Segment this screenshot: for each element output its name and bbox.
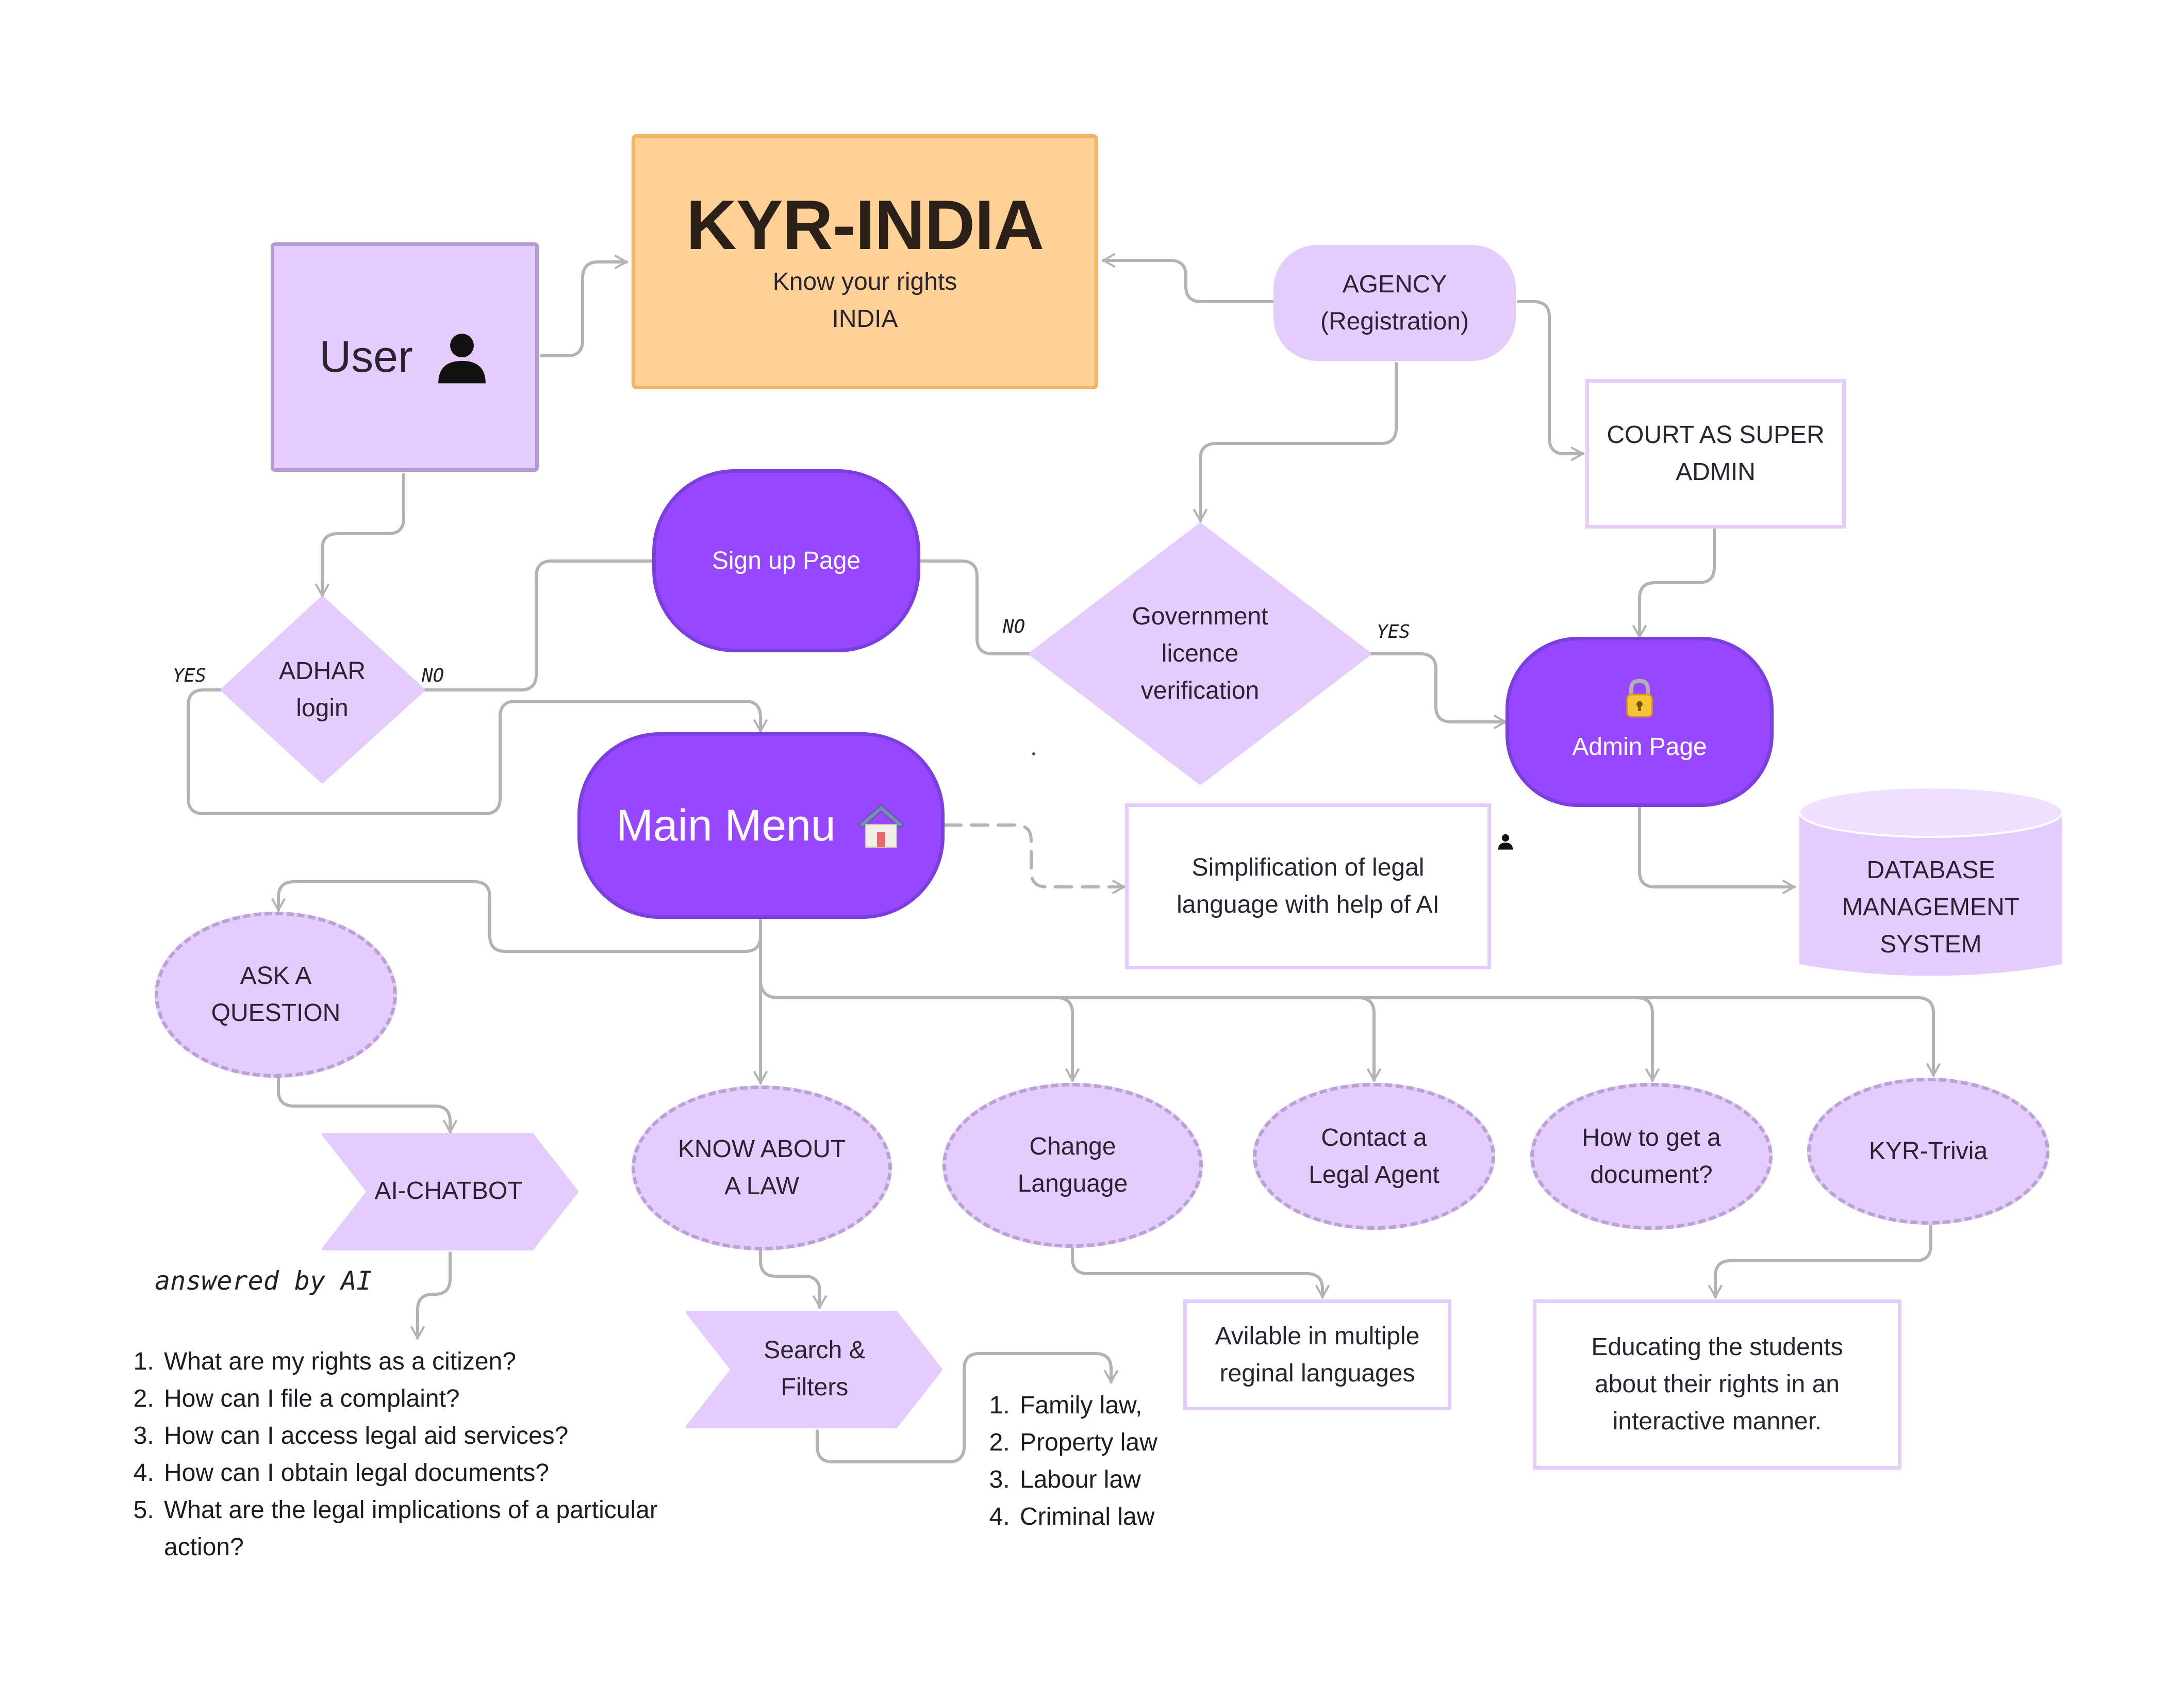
connector-knowlaw-to-search — [759, 1249, 828, 1310]
connector-gov-to-admin — [1367, 652, 1508, 730]
connector-mainmenu-to-ask — [271, 880, 762, 953]
app-title: KYR-INDIA — [686, 185, 1045, 264]
questions-list: What are my rights as a citizen?How can … — [129, 1343, 722, 1566]
search-filters-node[interactable]: Search & Filters — [764, 1337, 866, 1401]
law-type-item: Family law, — [1017, 1387, 1273, 1424]
main-menu-node[interactable]: Main Menu — [577, 732, 945, 919]
user-box[interactable]: User — [271, 242, 539, 472]
ask-question-node[interactable]: ASK A QUESTION — [155, 912, 397, 1078]
person-icon — [438, 333, 486, 383]
change-language-node[interactable]: Change Language — [942, 1083, 1203, 1248]
main-menu-label: Main Menu — [616, 800, 836, 850]
question-item: How can I file a complaint? — [161, 1380, 722, 1418]
connector-admin-to-database — [1638, 805, 1797, 895]
connector-mainmenu-to-simplification — [943, 823, 1127, 895]
yes-label-gov: YES — [1377, 621, 1411, 642]
connector-court-to-admin — [1632, 527, 1716, 639]
user-label: User — [319, 332, 413, 382]
question-item: What are my rights as a citizen? — [161, 1343, 722, 1380]
connector-agency-to-court — [1517, 300, 1585, 462]
connector-adhar-to-mainmenu — [187, 688, 768, 815]
connector-mainmenu-bus — [759, 978, 1941, 1078]
house-icon — [857, 804, 905, 848]
question-item: What are the legal implications of a par… — [161, 1492, 722, 1566]
law-type-item: Labour law — [1017, 1461, 1273, 1498]
stray-dot — [1032, 752, 1035, 755]
connector-user-to-title — [540, 254, 629, 357]
law-type-item: Property law — [1017, 1424, 1273, 1461]
connector-agency-to-gov — [1193, 362, 1398, 523]
app-subtitle: Know your rights INDIA — [772, 268, 957, 333]
no-label-gov: NO — [1003, 616, 1025, 637]
search-filters-shape — [686, 1311, 942, 1428]
connector-bus-to-document — [1635, 996, 1660, 1083]
title-box[interactable]: KYR-INDIA Know your rights INDIA — [632, 134, 1098, 389]
database-node[interactable]: DATABASE MANAGEMENT SYSTEM — [1842, 856, 2020, 958]
admin-page-node[interactable]: Admin Page — [1505, 637, 1774, 807]
database-cylinder-shape — [1798, 786, 2063, 976]
small-person-icon — [1498, 834, 1513, 850]
connector-chatbot-to-questions — [410, 1251, 452, 1341]
connector-search-to-lawlist — [816, 1352, 1119, 1463]
admin-page-label: Admin Page — [1572, 733, 1707, 761]
connector-signup-to-gov — [919, 559, 1033, 655]
yes-label-adhar: YES — [173, 665, 207, 686]
connector-language-to-note — [1071, 1246, 1330, 1299]
answered-by-ai-label: answered by AI — [155, 1266, 372, 1296]
agency-node[interactable]: AGENCY (Registration) — [1273, 245, 1516, 361]
no-label-adhar: NO — [422, 665, 444, 686]
ai-chatbot-shape — [322, 1133, 578, 1250]
connector-bus-to-agent — [1357, 996, 1382, 1083]
connector-agency-to-title — [1101, 253, 1275, 303]
know-about-law-node[interactable]: KNOW ABOUT A LAW — [632, 1085, 892, 1250]
question-item: How can I obtain legal documents? — [161, 1455, 722, 1492]
court-super-admin-box[interactable]: COURT AS SUPER ADMIN — [1585, 379, 1846, 529]
question-item: How can I access legal aid services? — [161, 1418, 722, 1455]
lock-icon — [1626, 679, 1653, 718]
law-type-item: Criminal law — [1017, 1498, 1273, 1536]
connector-adhar-to-signup — [421, 559, 654, 691]
get-document-node[interactable]: How to get a document? — [1530, 1083, 1773, 1230]
law-types-list: Family law,Property lawLabour lawCrimina… — [985, 1387, 1273, 1536]
contact-legal-agent-node[interactable]: Contact a Legal Agent — [1253, 1083, 1495, 1230]
ai-chatbot-node[interactable]: AI-CHATBOT — [374, 1177, 523, 1205]
adhar-login-node[interactable]: ADHAR login — [278, 657, 366, 722]
signup-page-node[interactable]: Sign up Page — [652, 469, 920, 652]
regional-languages-box[interactable]: Avilable in multiple reginal languages — [1183, 1299, 1451, 1410]
connector-bus-to-language — [1055, 996, 1080, 1083]
gov-licence-verification-node[interactable]: Government licence verification — [1132, 602, 1268, 704]
connector-trivia-to-educating — [1708, 1223, 1932, 1299]
connector-ask-to-chatbot — [277, 1076, 458, 1134]
connector-user-to-adhar — [315, 473, 405, 598]
kyr-trivia-node[interactable]: KYR-Trivia — [1807, 1078, 2049, 1225]
ai-simplification-box[interactable]: Simplification of legal language with he… — [1125, 803, 1491, 969]
educating-students-box[interactable]: Educating the students about their right… — [1533, 1299, 1901, 1470]
